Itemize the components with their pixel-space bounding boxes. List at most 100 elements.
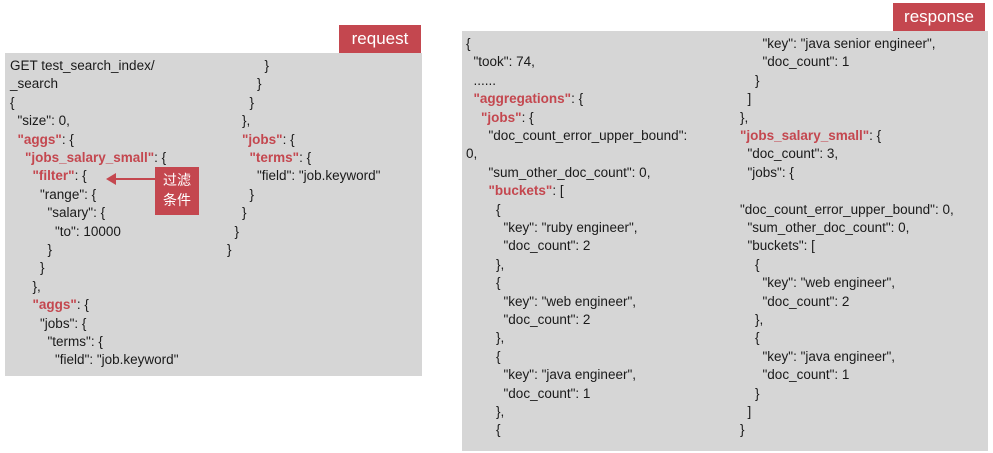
code-text	[227, 132, 242, 147]
code-text: ]	[740, 91, 752, 107]
code-text: }	[740, 422, 745, 438]
code-text: },	[227, 113, 251, 129]
code-text: }	[227, 242, 232, 257]
code-text: : {	[76, 297, 89, 313]
code-text: : {	[154, 150, 167, 165]
code-line: "to": 10000	[10, 223, 121, 241]
code-text: "jobs": {	[10, 315, 87, 331]
code-key-highlight: "aggregations"	[473, 91, 572, 107]
code-text: {	[466, 201, 501, 217]
response-panel: { "took": 74, ...... "aggregations" : { "…	[462, 31, 988, 451]
code-text: },	[466, 256, 505, 272]
code-text: "doc_count": 2	[466, 238, 591, 254]
code-line: }	[227, 223, 240, 241]
code-text: {	[466, 422, 501, 438]
code-line: {	[10, 94, 15, 112]
code-line: "key": "java senior engineer",	[740, 35, 936, 53]
code-text: "key": "web engineer",	[740, 275, 896, 291]
code-line: }	[740, 385, 760, 403]
code-line: {	[466, 35, 471, 53]
code-text: {	[466, 36, 471, 51]
code-key-highlight: "terms"	[249, 150, 300, 165]
code-line: "doc_count": 2	[466, 311, 591, 329]
code-text: _search	[10, 76, 59, 92]
code-text: "field": "job.keyword"	[10, 352, 179, 368]
code-line: _search	[10, 75, 58, 93]
code-text: "doc_count": 2	[466, 312, 591, 327]
request-code-column-2: } } } }, "jobs": { "terms": { "field": "…	[5, 53, 422, 376]
code-line: }	[227, 241, 232, 259]
code-text: : {	[282, 131, 295, 147]
code-text: },	[740, 312, 764, 327]
code-text: "took": 74,	[466, 54, 535, 70]
code-line: {	[740, 256, 760, 274]
code-line: "filter": {	[10, 167, 87, 185]
code-text: 0,	[466, 146, 478, 162]
code-line: {	[466, 274, 501, 292]
code-text: ]	[740, 404, 752, 419]
code-line: "terms": {	[227, 149, 312, 167]
code-text: "key": "java engineer",	[466, 367, 637, 383]
code-line: "buckets": [	[740, 237, 815, 255]
code-text: : {	[61, 131, 74, 147]
code-key-highlight: "jobs"	[481, 109, 522, 125]
code-line: }	[227, 204, 247, 222]
code-text: : {	[299, 150, 312, 165]
code-line: }	[10, 259, 45, 277]
code-line: "range": {	[10, 186, 96, 204]
code-key-highlight: "jobs_salary_small"	[740, 128, 870, 143]
code-text: : {	[74, 168, 87, 184]
arrow-left-icon	[106, 173, 156, 185]
code-key-highlight: "jobs_salary_small"	[25, 150, 155, 165]
code-key-highlight: "aggs"	[17, 131, 62, 147]
code-text: }	[227, 94, 255, 110]
code-text	[227, 150, 250, 165]
code-text: }	[10, 260, 45, 276]
code-line: "key": "web engineer",	[740, 274, 896, 292]
code-text: {	[10, 94, 15, 110]
code-text: }	[10, 242, 53, 257]
code-line: "jobs": {	[10, 315, 86, 333]
code-text: "doc_count": 2	[740, 293, 850, 309]
code-text: "size": 0,	[10, 113, 70, 129]
code-line: "terms": {	[10, 333, 103, 351]
code-text: "key": "ruby engineer",	[466, 220, 638, 235]
code-line: }	[227, 57, 270, 75]
code-line: "sum_other_doc_count": 0,	[466, 164, 651, 182]
code-text: "buckets": [	[740, 238, 815, 254]
response-code-column-1: { "took": 74, ...... "aggregations" : { "…	[462, 31, 988, 451]
code-text: "key": "web engineer",	[466, 293, 637, 309]
code-line: "buckets": [	[466, 182, 564, 200]
code-line: "doc_count_error_upper_bound": 0,	[740, 201, 954, 219]
code-line: "doc_count": 2	[466, 237, 591, 255]
code-text: "range": {	[10, 186, 97, 202]
code-text: }	[227, 205, 247, 221]
code-line: "doc_count": 2	[740, 293, 850, 311]
code-line: "jobs": {	[466, 109, 534, 127]
code-text: : {	[869, 128, 882, 143]
code-line: "took": 74,	[466, 53, 535, 71]
code-line: "doc_count": 1	[466, 385, 591, 403]
code-text: "to": 10000	[10, 223, 121, 239]
response-code-column-2: "key": "java senior engineer", "doc_coun…	[462, 31, 988, 451]
code-key-highlight: "filter"	[32, 168, 75, 184]
code-line: "field": "job.keyword"	[227, 167, 380, 185]
code-text: },	[466, 404, 505, 419]
code-text: "field": "job.keyword"	[227, 168, 381, 184]
code-text: GET test_search_index/	[10, 58, 155, 73]
code-line: ]	[740, 90, 752, 108]
code-line: "aggs": {	[10, 296, 89, 314]
code-text: "doc_count": 1	[740, 54, 850, 70]
code-text: }	[740, 385, 760, 401]
code-text: ......	[466, 72, 497, 88]
code-line: }	[740, 421, 745, 439]
code-text: "terms": {	[10, 334, 103, 349]
code-text: "doc_count": 1	[466, 385, 591, 401]
code-text: {	[740, 256, 760, 272]
response-label: response	[893, 3, 985, 31]
code-line: "doc_count": 3,	[740, 145, 839, 163]
code-line: }	[10, 241, 53, 259]
code-text: "sum_other_doc_count": 0,	[740, 220, 910, 235]
code-line: }	[227, 94, 255, 112]
code-line: "size": 0,	[10, 112, 70, 130]
